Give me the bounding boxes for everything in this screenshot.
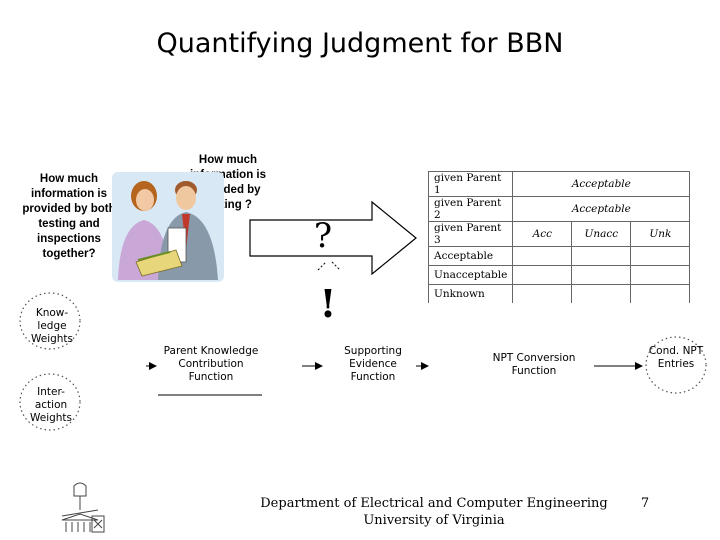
question-mark: ? — [313, 216, 333, 256]
parent-knowledge-label: Parent Knowledge Contribution Function — [163, 345, 259, 383]
row-label: Acceptable — [427, 246, 514, 266]
subheader-acc: Acc — [512, 221, 573, 247]
people-clipart-image — [112, 172, 224, 282]
table-cell — [630, 246, 691, 266]
knowledge-weights-label: Know-ledge Weights — [30, 307, 74, 345]
table-cell — [512, 246, 573, 266]
cond-npt-label: Cond. NPT Entries — [648, 345, 704, 370]
subheader-unacc: Unacc — [571, 221, 632, 247]
cond-npt-node — [645, 336, 707, 394]
table-row: Unknown — [427, 284, 691, 303]
row-label: Unacceptable — [427, 265, 514, 285]
table-row: Acceptable — [427, 246, 691, 266]
table-row: Unacceptable — [427, 265, 691, 285]
interaction-weights-label: Inter-action Weights — [29, 386, 73, 424]
supporting-evidence-label: Supporting Evidence Function — [344, 345, 402, 383]
footer-university: University of Virginia — [363, 513, 505, 528]
header-value: Acceptable — [512, 171, 691, 197]
table-cell — [512, 265, 573, 285]
big-arrow-shape — [249, 200, 417, 276]
npt-conversion-label: NPT Conversion Function — [492, 352, 576, 377]
row-label: given Parent 1 — [427, 171, 514, 197]
header-value: Acceptable — [512, 196, 691, 222]
page-number: 7 — [640, 496, 650, 511]
npt-table: given Parent 1 Acceptable given Parent 2… — [427, 171, 691, 303]
table-cell — [571, 265, 632, 285]
university-logo-icon — [61, 482, 105, 533]
table-cell — [630, 284, 691, 303]
table-row: given Parent 1 Acceptable — [427, 171, 691, 197]
slide-title: Quantifying Judgment for BBN — [156, 28, 564, 59]
row-label: given Parent 3 — [427, 221, 514, 247]
interaction-weights-node — [19, 373, 81, 431]
knowledge-weights-node — [19, 292, 81, 350]
footer-text: Department of Electrical and Computer En… — [250, 495, 618, 529]
table-cell — [571, 246, 632, 266]
row-label: given Parent 2 — [427, 196, 514, 222]
footer-department: Department of Electrical and Computer En… — [260, 496, 608, 511]
table-row: given Parent 3 Acc Unacc Unk — [427, 221, 691, 247]
flow-diagram — [19, 292, 707, 431]
question-combined-text: How much information is provided by both… — [22, 173, 116, 260]
exclamation-mark: ! — [319, 281, 337, 326]
subheader-unk: Unk — [630, 221, 691, 247]
table-row: given Parent 2 Acceptable — [427, 196, 691, 222]
row-label: Unknown — [427, 284, 514, 303]
table-cell — [630, 265, 691, 285]
bracket-lines — [317, 261, 341, 271]
